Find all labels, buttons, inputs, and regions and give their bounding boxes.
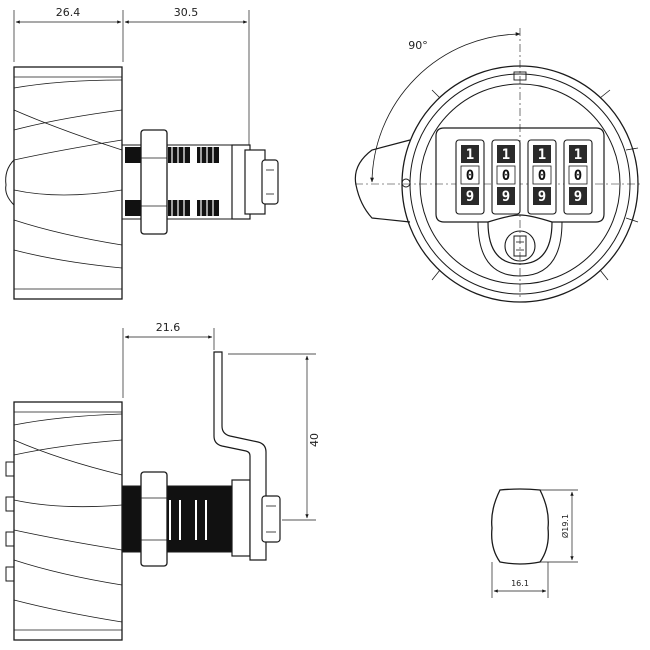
dial-wheel-3[interactable] bbox=[527, 139, 557, 215]
rotation-arc bbox=[370, 32, 521, 183]
dial-1-bottom-digit: 9 bbox=[466, 189, 474, 205]
keyhole bbox=[504, 230, 536, 262]
dial-wheel-1[interactable] bbox=[455, 139, 485, 215]
cam-arm bbox=[213, 351, 267, 561]
front-view bbox=[354, 28, 640, 303]
dim-shaft-length: 30.5 bbox=[174, 6, 199, 19]
combination-dials: 1 1 1 1 0 0 0 0 9 9 9 9 bbox=[455, 139, 593, 215]
dial-wheel-4[interactable] bbox=[563, 139, 593, 215]
dial-3-top-digit: 1 bbox=[538, 147, 546, 163]
dim-cam-offset: 21.6 bbox=[156, 321, 181, 334]
dim-cutout-flat: 16.1 bbox=[511, 579, 529, 588]
dim-cutout-diameter: Ø19.1 bbox=[560, 514, 570, 538]
dial-1-top-digit: 1 bbox=[466, 147, 474, 163]
dial-4-top-digit: 1 bbox=[574, 147, 582, 163]
dial-1-middle-digit: 0 bbox=[466, 168, 474, 184]
side-view-top bbox=[5, 10, 279, 300]
dial-window bbox=[435, 127, 605, 223]
dial-3-middle-digit: 0 bbox=[538, 168, 546, 184]
lock-body bbox=[13, 66, 123, 300]
dim-cam-height: 40 bbox=[308, 433, 321, 447]
dial-2-middle-digit: 0 bbox=[502, 168, 510, 184]
dim-body-depth: 26.4 bbox=[56, 6, 81, 19]
cutout-shape bbox=[491, 488, 549, 565]
dial-4-bottom-digit: 9 bbox=[574, 189, 582, 205]
cutout-profile bbox=[491, 488, 578, 598]
threaded-shaft bbox=[121, 485, 235, 553]
dial-wheel-2[interactable] bbox=[491, 139, 521, 215]
dial-2-top-digit: 1 bbox=[502, 147, 510, 163]
dim-rotation-angle: 90° bbox=[408, 39, 428, 52]
dial-2-bottom-digit: 9 bbox=[502, 189, 510, 205]
hex-nut-bottom bbox=[140, 471, 168, 567]
hex-nut bbox=[140, 129, 168, 235]
dial-4-middle-digit: 0 bbox=[574, 168, 582, 184]
dial-3-bottom-digit: 9 bbox=[538, 189, 546, 205]
side-view-bottom bbox=[5, 328, 316, 641]
